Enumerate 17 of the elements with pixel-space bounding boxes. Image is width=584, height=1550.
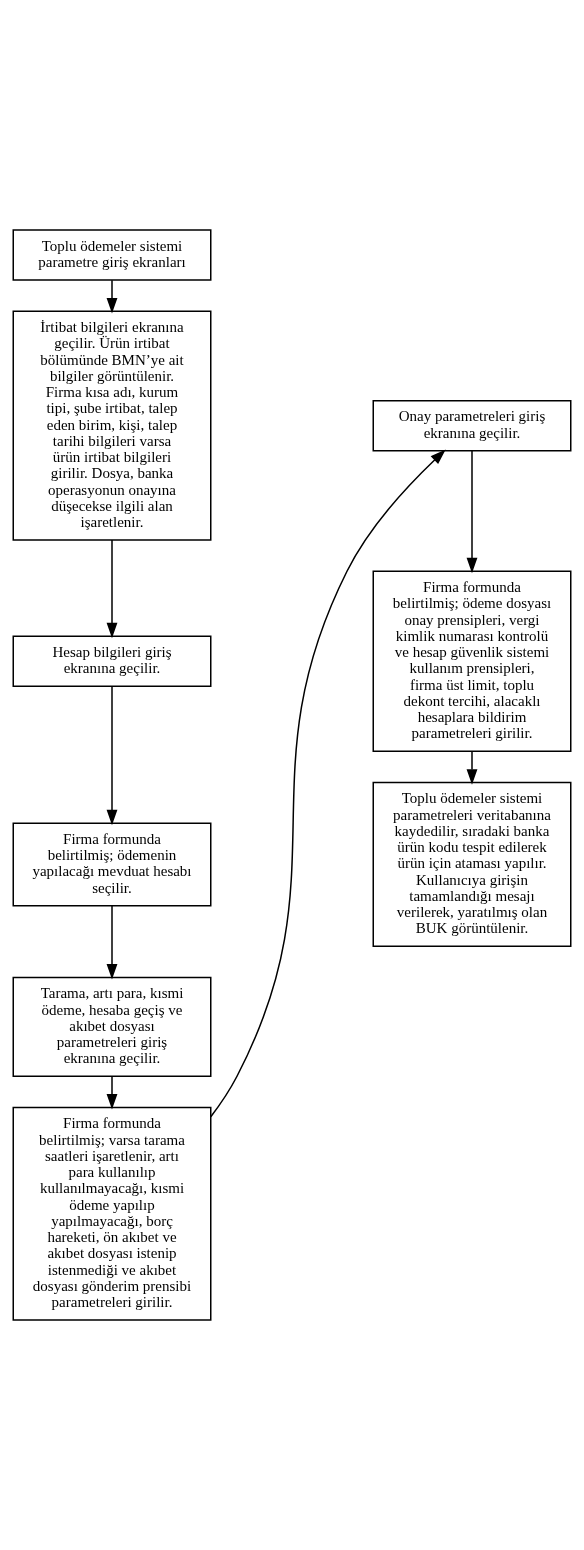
node-box: Firma formunda belirtilmiş; ödemenin yapılacağı mevduat hesabı seçilir. <box>12 822 212 907</box>
arrow <box>466 750 478 785</box>
node-box: Firma formunda belirtilmiş; varsa tarama saatleri işaretlenir, artı para kullanılıp kullanılmayacağı, kısmi ödeme yapılıp yapılmayacağı, borç hareketi, ön akıbet ve akıbet dosyası istenip istenmediği ve akıbet dosyası gönderim prensibi parametreleri girilir. <box>12 1106 212 1321</box>
node-box: Onay parametreleri giriş ekranına geçilir. <box>372 399 572 452</box>
node-box: İrtibat bilgileri ekranına geçilir. Ürün irtibat bölümünde BMN’ye ait bilgiler görüntülenir. Firma kısa adı, kurum tipi, şube irtibat, talep eden birim, kişi, talep tarihi bilgileri varsa ürün irtibat bilgileri girilir. Dosya, banka operasyonun onayına düşecekse ilgili alan işaretlenir. <box>12 310 212 541</box>
arrow <box>210 449 446 1118</box>
node-box: Hesap bilgileri giriş ekranına geçilir. <box>12 635 212 687</box>
arrow <box>106 279 118 314</box>
arrow <box>106 905 118 980</box>
node-box: Tarama, artı para, kısmi ödeme, hesaba geçiş ve akıbet dosyası parametreleri giriş ekranına geçilir. <box>12 976 212 1077</box>
node-box: Firma formunda belirtilmiş; ödeme dosyası onay prensipleri, vergi kimlik numarası kontrolü ve hesap güvenlik sistemi kullanım prensipleri, firma üst limit, toplu dekont tercihi, alacaklı hesaplara bildirim parametreleri girilir. <box>372 570 572 752</box>
node-box: Toplu ödemeler sistemi parametre giriş ekranları <box>12 229 212 281</box>
node-box: Toplu ödemeler sistemi parametreleri veritabanına kaydedilir, sıradaki banka ürün kodu tespit edilerek ürün için ataması yapılır. Kullanıcıya girişin tamamlandığı mesajı verilerek, yaratılmış olan BUK görüntülenir. <box>372 781 572 947</box>
arrow <box>106 539 118 639</box>
arrow <box>466 450 478 574</box>
arrow <box>106 1075 118 1110</box>
arrow <box>106 685 118 826</box>
